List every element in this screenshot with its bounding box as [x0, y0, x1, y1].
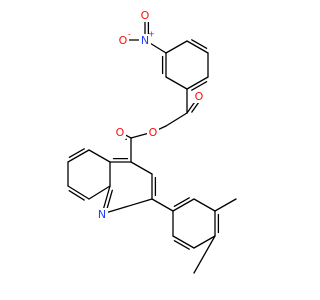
benzene-bond [186, 40, 209, 54]
quinoline-bond [101, 198, 153, 215]
atom-o-nitro-minus: O - [117, 30, 131, 47]
ketone-methylene-bond [165, 112, 188, 127]
atom-o-ketone: O [193, 90, 205, 103]
atom-n-quinoline: N [96, 208, 108, 221]
quinoline-bond [68, 190, 85, 201]
atom-layer: O - N + O O O O N [96, 9, 205, 221]
quinoline-aryl-bond [151, 198, 174, 212]
dimethylphenyl-bond [193, 235, 216, 249]
atom-label: O [141, 9, 150, 22]
benzene-bond [186, 76, 209, 90]
atom-label: N [141, 34, 149, 47]
methyl-bond [193, 235, 216, 274]
atom-o-nitro-double: O [139, 9, 151, 22]
dimethylphenyl-bond [173, 197, 190, 207]
benzene-bond [191, 39, 208, 49]
quinoline-bond [130, 161, 153, 175]
dimethylphenyl-bond [172, 198, 195, 212]
quinoline-bond [88, 149, 111, 163]
atom-label: O [149, 126, 158, 139]
atom-label: O [195, 90, 204, 103]
dimethylphenyl-bond [173, 240, 190, 250]
charge-label: - [128, 30, 131, 39]
benzene-bond [165, 40, 188, 54]
dimethylphenyl-bond [193, 198, 216, 212]
atom-o-ester-link: O [147, 126, 159, 139]
atom-o-ester-carbonyl: O [114, 126, 126, 139]
atom-label: O [119, 34, 128, 47]
charge-label: + [148, 30, 155, 39]
quinoline-bond [67, 149, 90, 163]
quinoline-bond [88, 185, 111, 200]
molecule-structure: O - N + O O O O N [67, 9, 237, 274]
dimethylphenyl-bond [172, 235, 195, 249]
methyl-bond [214, 198, 237, 212]
atom-n-nitro: N + [139, 30, 155, 47]
bond-layer [67, 15, 237, 274]
atom-label: N [98, 208, 106, 221]
atom-label: O [116, 126, 125, 139]
benzene-bond [191, 81, 208, 91]
benzene-bond [165, 76, 188, 90]
quinoline-bond [67, 185, 90, 200]
quinoline-bond [68, 148, 85, 158]
